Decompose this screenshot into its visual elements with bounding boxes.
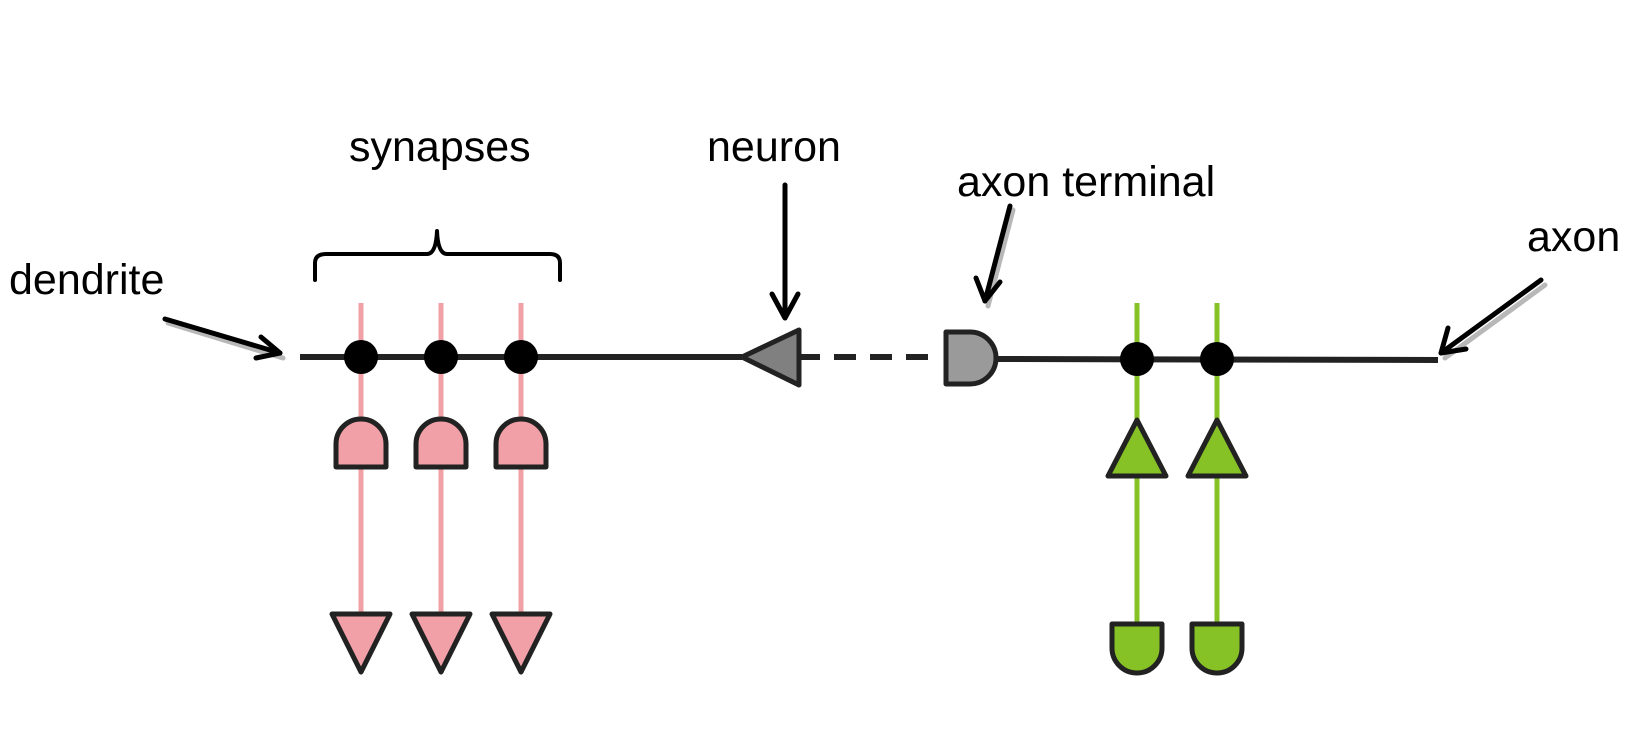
pink-synapse-branch bbox=[329, 303, 393, 675]
synapses-label: synapses bbox=[349, 123, 531, 171]
pink-receptor-d-shape bbox=[413, 416, 469, 470]
pink-receptor-d-shape bbox=[333, 416, 389, 470]
dendrite-label: dendrite bbox=[9, 256, 164, 304]
green-input-d-shape bbox=[1109, 621, 1165, 676]
green-synapse-group bbox=[1105, 303, 1249, 676]
pink-input-triangle bbox=[409, 611, 473, 675]
synapses-brace bbox=[313, 229, 562, 282]
synapse-dot bbox=[424, 340, 458, 374]
green-input-d-shape bbox=[1189, 621, 1245, 676]
pink-receptor-d-shape bbox=[493, 416, 549, 470]
dendrite-arrow-icon bbox=[162, 316, 286, 361]
axon-arrow-icon bbox=[1438, 277, 1548, 361]
pink-input-triangle bbox=[329, 611, 393, 675]
pink-input-triangle bbox=[489, 611, 553, 675]
synapse-dot bbox=[504, 340, 538, 374]
synapse-dot bbox=[1120, 342, 1154, 376]
axon-terminal-arrow-icon bbox=[973, 203, 1016, 309]
pink-synapse-branch bbox=[409, 303, 473, 675]
pink-synapse-branch bbox=[489, 303, 553, 675]
axon-terminal-d-shape bbox=[943, 329, 999, 387]
green-synapse-branch bbox=[1105, 303, 1169, 676]
axon-label: axon bbox=[1527, 213, 1620, 261]
neuron-arrow-icon bbox=[769, 182, 801, 321]
synapse-dot bbox=[1200, 342, 1234, 376]
neuron-label: neuron bbox=[707, 123, 841, 171]
neuron-triangle bbox=[739, 327, 802, 388]
synapse-dot bbox=[344, 340, 378, 374]
green-synapse-branch bbox=[1185, 303, 1249, 676]
pink-synapse-group bbox=[329, 303, 553, 675]
axon-terminal-label: axon terminal bbox=[957, 158, 1215, 206]
green-receptor-triangle bbox=[1185, 417, 1249, 479]
green-receptor-triangle bbox=[1105, 417, 1169, 479]
